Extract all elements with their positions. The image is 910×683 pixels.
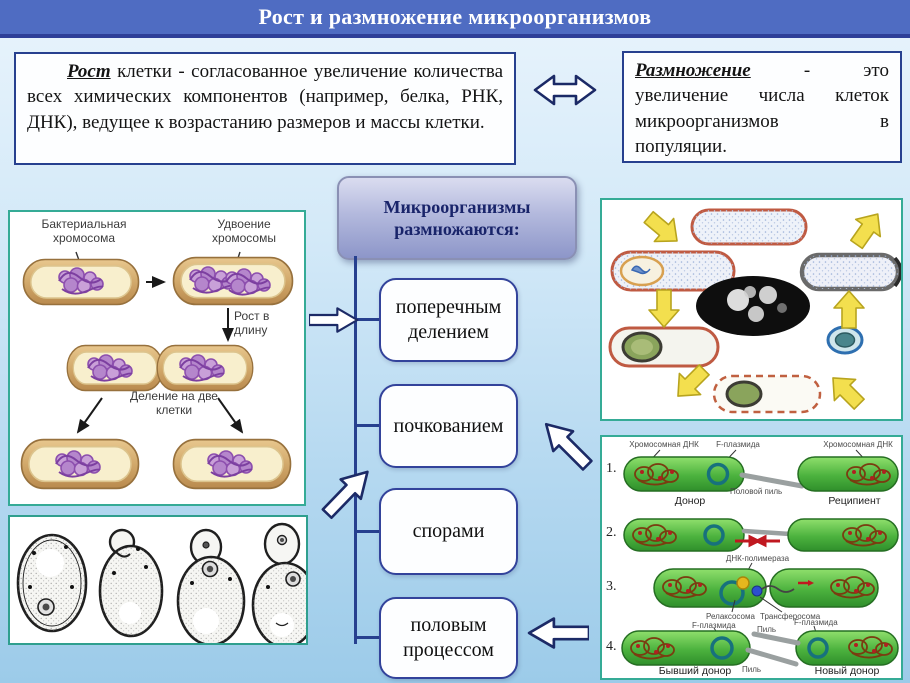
reproduction-definition-box: Размножение - это увеличение числа клето… [622,51,902,163]
label-former-donor: Бывший донор [658,665,732,677]
conjugation-illustration [621,449,899,667]
method-label: половым процессом [403,614,494,661]
method-label: поперечным делением [395,296,502,343]
flowchart-root-label: Микроорганизмы размножаются: [383,196,531,240]
connector-stub [356,530,380,533]
fission-link-arrow-icon [309,307,359,333]
up-right-arrow-icon [321,470,369,520]
method-box-fission: поперечным делением [379,278,518,362]
step-number-4: 4. [606,639,617,654]
connector-stub [356,424,380,427]
conjugation-panel: 1. 2. 3. 4. Хромосомная ДНК F-плазмида Х… [600,435,903,680]
growth-term: Рост [67,61,111,82]
step-number-1: 1. [606,461,617,476]
spores-link-arrow [520,402,615,487]
step-number-3: 3. [606,579,617,594]
double-headed-arrow-icon [533,74,597,106]
fission-label-growth: Рост в длину [234,309,270,337]
binary-fission-panel: Бактериальная хромосома Удвоение хромосо… [8,210,306,506]
sporulation-cycle-illustration [608,204,901,416]
reproduction-term: Размножение [635,60,751,81]
yeast-budding-panel [8,515,308,645]
label-dna-polymerase: ДНК-полимераза [725,554,790,563]
label-transferosome: Трансферосома [760,612,821,621]
sporulation-cycle-panel [600,198,903,421]
method-box-spores: спорами [379,488,518,575]
sexual-link-arrow-icon [527,617,589,649]
method-label: почкованием [393,414,504,437]
label-f-plasmid-left: F-плазмида [692,621,736,630]
method-box-sexual: половым процессом [379,597,518,679]
fission-label-doubling: Удвоение хромосомы [212,217,276,245]
yeast-budding-illustration [16,522,306,643]
label-f-plasmid-right: F-плазмида [794,618,838,627]
title-bar: Рост и размножение микроорганизмов [0,0,910,38]
method-box-budding: почкованием [379,384,518,468]
binary-fission-illustration [20,251,294,490]
connector-stub [356,636,380,639]
slide-title: Рост и размножение микроорганизмов [258,4,652,29]
label-relaxosome: Релаксосома [706,612,755,621]
label-recipient: Реципиент [828,495,881,507]
connector-stub [356,318,380,321]
step-number-2: 2. [606,525,617,540]
label-pilus-top: Пиль [757,625,777,634]
flowchart-root-box: Микроорганизмы размножаются: [337,176,577,260]
label-new-donor: Новый донор [814,665,880,677]
budding-link-arrow [306,452,396,532]
fission-label-division: Деление на две клетки [130,389,218,417]
growth-definition-text: клетки - согласованное увеличение количе… [27,61,503,133]
method-label: спорами [412,520,485,542]
down-left-arrow-icon [544,422,593,471]
label-chromosomal-dna-right: Хромосомная ДНК [823,440,893,449]
label-f-plasmid: F-плазмида [716,440,760,449]
fission-label-chromosome: Бактериальная хромосома [41,217,127,245]
label-donor: Донор [674,495,706,507]
flowchart-connector-line [354,256,357,644]
label-chromosomal-dna-left: Хромосомная ДНК [629,440,699,449]
growth-definition-box: Рост клетки - согласованное увеличение к… [14,52,516,165]
label-sex-pilus: Половой пиль [730,487,783,496]
label-pilus-bottom: Пиль [742,665,762,674]
reproduction-definition-text: - это увеличение числа клеток микроорган… [635,60,889,158]
